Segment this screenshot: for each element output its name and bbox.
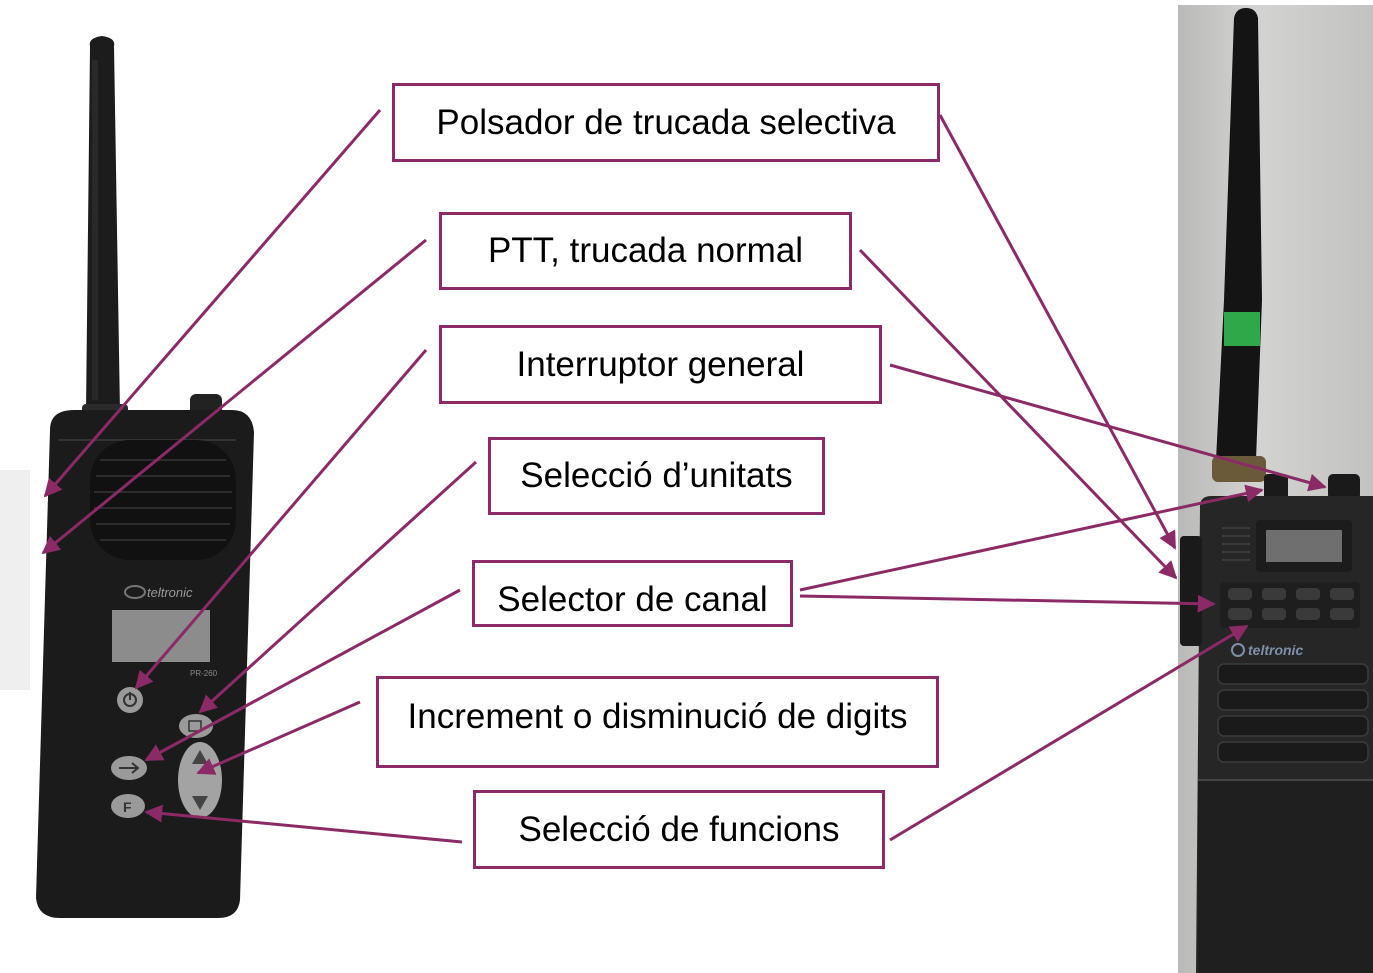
label-digit-increment-decrement: Increment o disminució de digits bbox=[376, 676, 939, 768]
arrow-power-switch-right bbox=[889, 363, 1327, 492]
label-function-selection: Selecció de funcions bbox=[473, 790, 885, 869]
arrow-function-select-left bbox=[144, 804, 463, 844]
left-radio-speaker bbox=[90, 440, 236, 560]
label-ptt-normal-call: PTT, trucada normal bbox=[439, 212, 852, 290]
arrow-selective-call-left bbox=[43, 109, 382, 498]
right-radio-battery bbox=[1198, 780, 1373, 973]
left-radio-unit-button bbox=[179, 714, 213, 738]
label-channel-selector: Selector de canal bbox=[472, 560, 793, 627]
left-radio-function-button bbox=[111, 794, 145, 818]
right-radio-knob-right bbox=[1328, 474, 1360, 500]
arrow-ptt-left bbox=[41, 238, 427, 555]
right-radio-display bbox=[1266, 530, 1342, 562]
right-radio-brand: teltronic bbox=[1248, 642, 1303, 658]
label-power-switch: Interruptor general bbox=[439, 325, 882, 404]
left-radio-model: PR-260 bbox=[190, 669, 218, 678]
right-radio-keypad bbox=[1220, 582, 1360, 628]
label-selective-call-button: Polsador de trucada selectiva bbox=[392, 83, 940, 162]
arrow-channel-select-right-top bbox=[799, 484, 1264, 592]
left-radio-function-glyph: F bbox=[123, 799, 132, 815]
label-unit-selection: Selecció d’unitats bbox=[488, 437, 825, 515]
left-radio-brand: teltronic bbox=[147, 585, 193, 600]
right-radio-illustration: teltronic bbox=[1178, 5, 1373, 973]
arrow-channel-select-left bbox=[144, 588, 461, 762]
right-radio-antenna bbox=[1216, 8, 1262, 460]
left-radio-illustration: teltronic PR-260 F bbox=[0, 36, 254, 918]
left-radio-antenna bbox=[86, 36, 120, 412]
callout-arrows bbox=[41, 109, 1327, 844]
arrow-power-switch-left bbox=[134, 349, 428, 690]
arrow-function-select-right bbox=[889, 624, 1249, 842]
right-radio-antenna-band bbox=[1224, 312, 1260, 346]
arrow-unit-select bbox=[198, 460, 478, 714]
right-radio-knob-left bbox=[1264, 474, 1288, 500]
arrow-channel-select-right bbox=[799, 594, 1216, 613]
arrow-digit-increment bbox=[196, 700, 361, 775]
arrow-ptt-right bbox=[858, 248, 1178, 580]
arrow-selective-call-right bbox=[938, 114, 1177, 550]
